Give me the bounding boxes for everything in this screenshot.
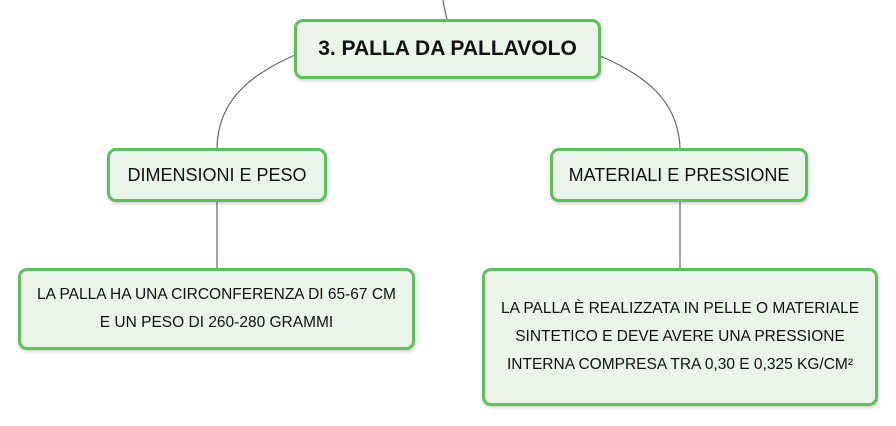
branch-node-label: DIMENSIONI E PESO bbox=[127, 164, 307, 185]
branch-node-dimensioni[interactable]: DIMENSIONI E PESO bbox=[107, 148, 327, 202]
detail-node-dimensioni[interactable]: LA PALLA HA UNA CIRCONFERENZA DI 65-67 C… bbox=[18, 268, 415, 350]
detail-node-text: LA PALLA HA UNA CIRCONFERENZA DI 65-67 C… bbox=[37, 286, 396, 331]
connector-root-to-materiali bbox=[597, 54, 681, 149]
detail-node-text: LA PALLA È REALIZZATA IN PELLE O MATERIA… bbox=[500, 300, 860, 373]
connector-root-to-dimensioni bbox=[216, 54, 296, 149]
connector-parent-to-root bbox=[442, 0, 448, 21]
branch-node-label: MATERIALI E PRESSIONE bbox=[568, 164, 790, 185]
detail-node-materiali[interactable]: LA PALLA È REALIZZATA IN PELLE O MATERIA… bbox=[482, 268, 878, 406]
branch-node-materiali[interactable]: MATERIALI E PRESSIONE bbox=[550, 148, 808, 202]
root-node[interactable]: 3. PALLA DA PALLAVOLO bbox=[294, 19, 601, 79]
root-node-label: 3. PALLA DA PALLAVOLO bbox=[318, 37, 577, 60]
